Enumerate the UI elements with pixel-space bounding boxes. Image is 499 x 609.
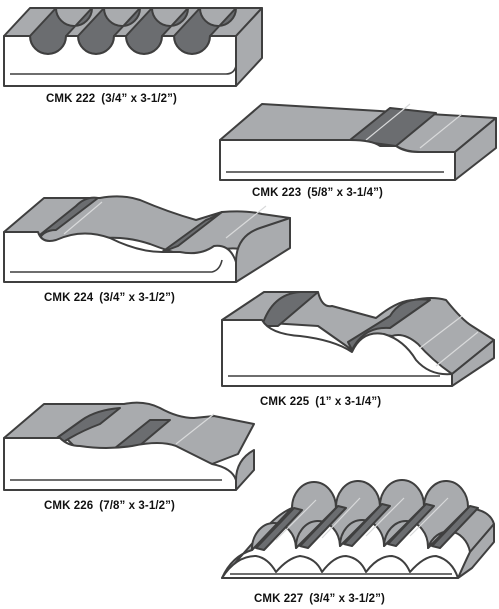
molding-cmk-227 bbox=[221, 479, 495, 579]
caption-cmk-222: CMK 222 (3/4” x 3-1/2”) bbox=[46, 93, 177, 105]
molding-cmk-223 bbox=[219, 103, 497, 181]
profile-code: CMK 222 bbox=[46, 93, 96, 105]
caption-cmk-223: CMK 223 (5/8” x 3-1/4”) bbox=[252, 187, 383, 199]
profile-size: (7/8” x 3-1/2”) bbox=[99, 500, 175, 512]
profile-code: CMK 224 bbox=[44, 292, 94, 304]
caption-cmk-226: CMK 226 (7/8” x 3-1/2”) bbox=[44, 500, 175, 512]
profile-size: (3/4” x 3-1/2”) bbox=[309, 593, 385, 605]
profile-size: (3/4” x 3-1/2”) bbox=[101, 93, 177, 105]
caption-cmk-227: CMK 227 (3/4” x 3-1/2”) bbox=[254, 593, 385, 605]
profile-size: (3/4” x 3-1/2”) bbox=[99, 292, 175, 304]
caption-cmk-225: CMK 225 (1” x 3-1/4”) bbox=[260, 396, 381, 408]
molding-cmk-225 bbox=[221, 291, 495, 387]
molding-cmk-226 bbox=[3, 401, 255, 491]
profile-code: CMK 225 bbox=[260, 396, 310, 408]
caption-cmk-224: CMK 224 (3/4” x 3-1/2”) bbox=[44, 292, 175, 304]
profile-code: CMK 223 bbox=[252, 187, 302, 199]
profile-code: CMK 227 bbox=[254, 593, 304, 605]
profile-size: (1” x 3-1/4”) bbox=[315, 396, 382, 408]
molding-cmk-222 bbox=[3, 7, 263, 87]
profile-size: (5/8” x 3-1/4”) bbox=[307, 187, 383, 199]
profile-code: CMK 226 bbox=[44, 500, 94, 512]
molding-cmk-224 bbox=[3, 195, 291, 283]
